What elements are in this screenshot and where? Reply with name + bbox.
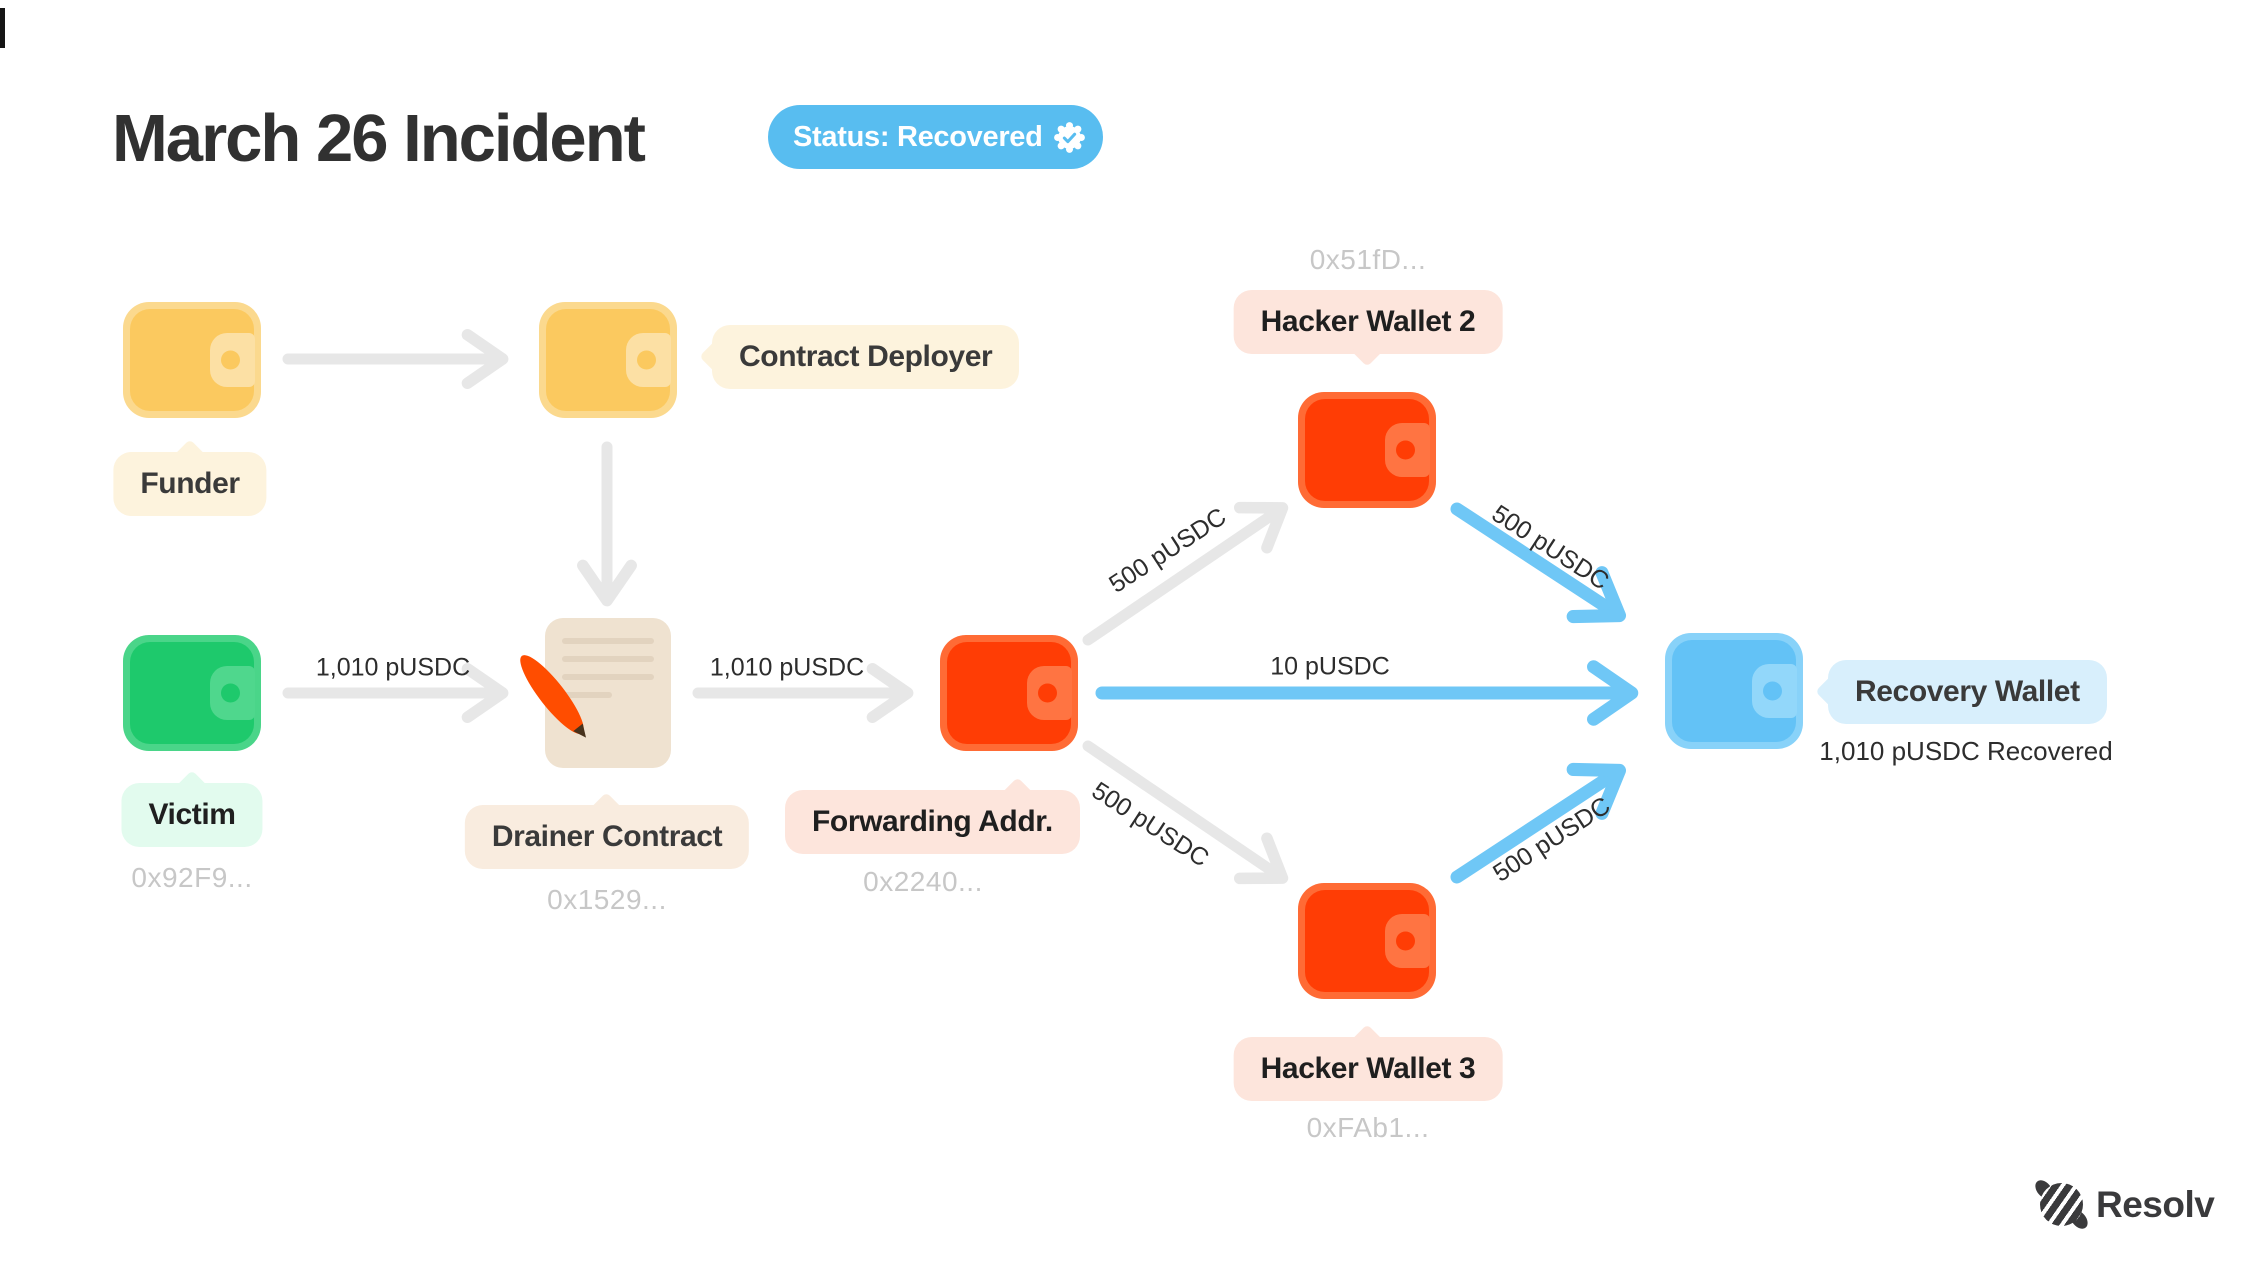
drainer-contract-address: 0x1529... (547, 884, 667, 915)
victim-address: 0x92F9... (131, 862, 253, 893)
wallet-clasp (1385, 914, 1430, 968)
funder-wallet-icon[interactable] (123, 302, 261, 418)
contract-deployer-label[interactable]: Contract Deployer (712, 325, 1020, 389)
status-badge-label: Status: Recovered (793, 120, 1043, 153)
hacker-wallet-3-icon[interactable] (1298, 883, 1436, 999)
victim-wallet-icon[interactable] (123, 635, 261, 751)
wallet-clasp (1027, 666, 1072, 720)
recovery-wallet-label[interactable]: Recovery Wallet (1828, 660, 2107, 724)
recovery-wallet-icon[interactable] (1665, 633, 1803, 749)
victim-label[interactable]: Victim (121, 783, 263, 847)
screen-edge-artifact (0, 8, 5, 48)
page-title: March 26 Incident (112, 101, 646, 176)
edge-amount-victim-to-drainer: 1,010 pUSDC (315, 653, 471, 682)
verified-seal-icon (1053, 121, 1085, 153)
edge-forwarding-to-hw3 (1082, 740, 1289, 885)
hacker-wallet-3-address: 0xFAb1... (1306, 1112, 1430, 1143)
brand-logo: Resolv (2031, 1176, 2215, 1233)
brand-name: Resolv (2096, 1183, 2215, 1225)
hacker-wallet-3-label[interactable]: Hacker Wallet 3 (1233, 1037, 1503, 1101)
wallet-clasp (210, 333, 255, 387)
resolv-sphere-icon (2031, 1176, 2092, 1233)
edge-hw3-to-recovery (1450, 762, 1627, 884)
wallet-clasp (1385, 423, 1430, 477)
hacker-wallet-2-address: 0x51fD... (1309, 244, 1427, 275)
hacker-wallet-2-icon[interactable] (1298, 392, 1436, 508)
edge-forwarding-to-hw2 (1082, 501, 1289, 646)
forwarding-addr-address: 0x2240... (863, 866, 983, 897)
contract-deployer-wallet-icon[interactable] (539, 302, 677, 418)
edge-amount-forwarding-to-recovery: 10 pUSDC (1270, 652, 1390, 681)
wallet-clasp (1752, 664, 1797, 718)
edge-amount-drainer-to-forwarding: 1,010 pUSDC (709, 653, 865, 682)
drainer-contract-document-icon[interactable] (511, 618, 671, 768)
drainer-contract-label[interactable]: Drainer Contract (464, 805, 750, 869)
forwarding-addr-wallet-icon[interactable] (940, 635, 1078, 751)
status-badge: Status: Recovered (768, 105, 1103, 169)
funder-label[interactable]: Funder (113, 452, 267, 516)
wallet-clasp (626, 333, 671, 387)
wallet-clasp (210, 666, 255, 720)
hacker-wallet-2-label[interactable]: Hacker Wallet 2 (1233, 290, 1503, 354)
edge-hw2-to-recovery (1450, 502, 1627, 624)
recovery-note: 1,010 pUSDC Recovered (1819, 736, 2113, 766)
forwarding-addr-label[interactable]: Forwarding Addr. (785, 790, 1080, 854)
